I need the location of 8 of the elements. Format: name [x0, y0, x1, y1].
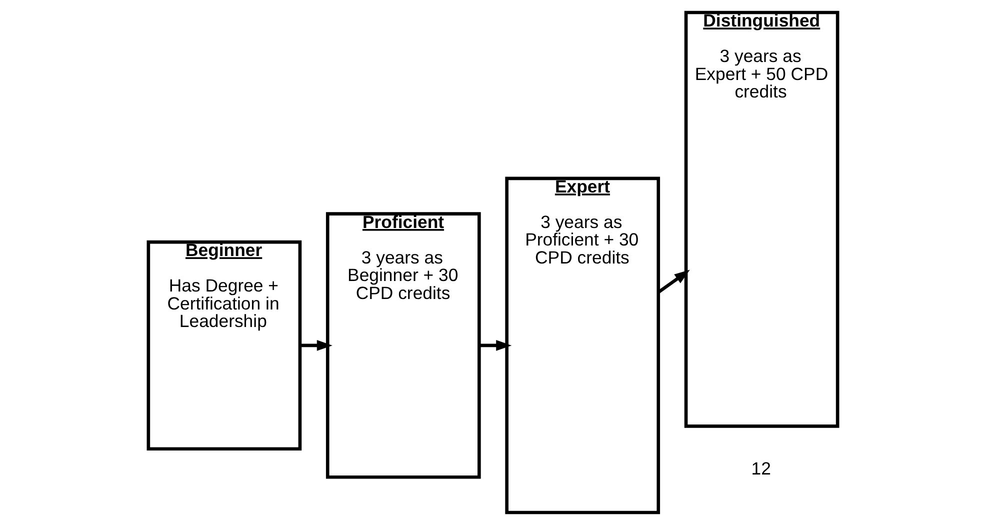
arrow [480, 340, 512, 351]
node-box: Proficient 3 years as Beginner + 30 CPD credits [326, 212, 481, 479]
arrow [300, 340, 332, 351]
arrow [658, 270, 690, 294]
label: 12 [751, 458, 771, 479]
node-box: Beginner Has Degree + Certification in Leadership [146, 240, 302, 451]
node-box: Distinguished 3 years as Expert + 50 CPD credits [684, 10, 840, 428]
node-box: Expert 3 years as Proficient + 30 CPD credits [505, 176, 660, 514]
